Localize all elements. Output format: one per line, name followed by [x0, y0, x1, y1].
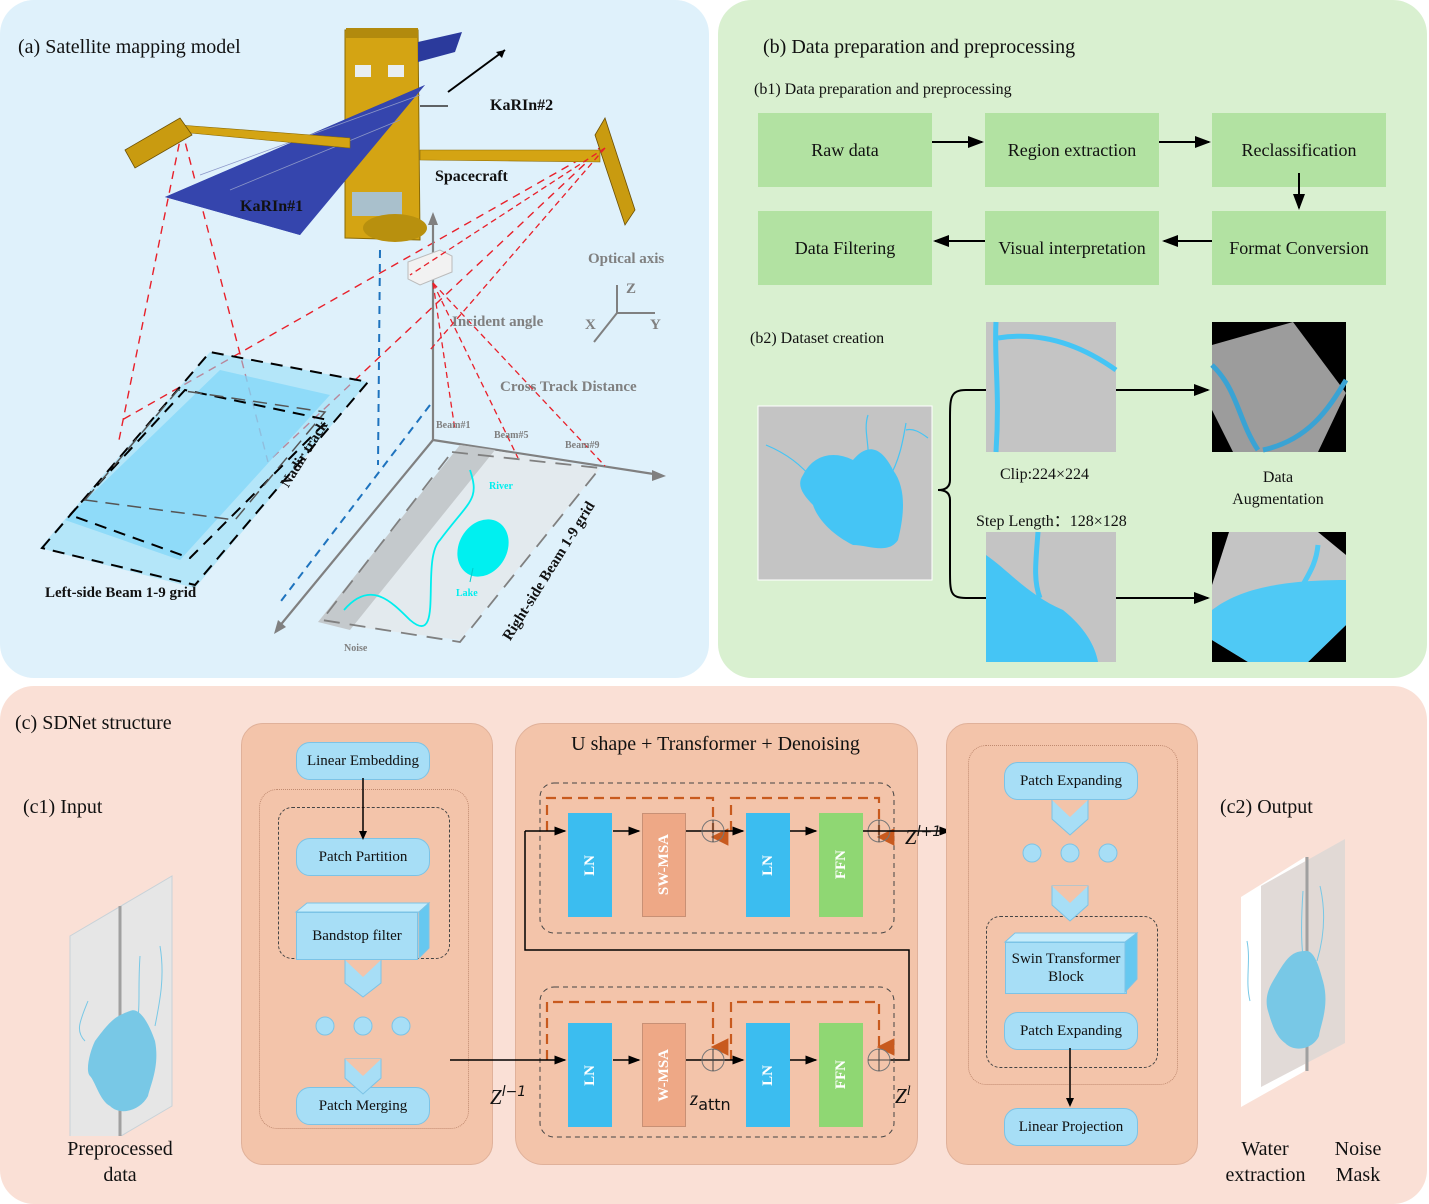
right-beam-rays — [409, 147, 606, 467]
decoder-dotted-group — [968, 745, 1178, 1085]
bottom-ffn: FFN — [819, 1023, 863, 1127]
panel-sdnet-structure: (c) SDNet structure (c1) Input Preproces… — [0, 686, 1427, 1204]
brace — [937, 389, 986, 599]
panel-a-title: (a) Satellite mapping model — [18, 36, 241, 58]
augmented-bottom — [1212, 532, 1346, 662]
source-image — [757, 405, 933, 581]
top-ffn: FFN — [819, 813, 863, 917]
label-optical-axis: Optical axis — [588, 251, 665, 267]
clip-label: Clip:224×224 — [1000, 466, 1090, 483]
top-ln-1: LN — [568, 813, 612, 917]
output-title: (c2) Output — [1220, 796, 1313, 818]
z-output-label: Zl — [895, 1084, 911, 1108]
label-axis-x: X — [585, 317, 596, 333]
flow-visual-interpretation: Visual interpretation — [985, 211, 1159, 285]
decoder-glyphs — [1003, 799, 1139, 1107]
step-label: Step Length：128×128 — [976, 513, 1127, 530]
clip-bottom — [986, 531, 1116, 662]
output-caption-water-2: extraction — [1225, 1164, 1306, 1186]
linear-projection-box: Linear Projection — [1004, 1108, 1138, 1146]
top-ln-2: LN — [746, 813, 790, 917]
label-beam1: Beam#1 — [436, 420, 471, 431]
label-axis-z: Z — [626, 281, 637, 297]
panel-data-preparation: (b) Data preparation and preprocessing (… — [718, 0, 1427, 678]
augmentation-label-2: Augmentation — [1232, 491, 1324, 508]
b1-title: (b1) Data preparation and preprocessing — [754, 81, 1012, 98]
input-image — [69, 875, 173, 1136]
clip-top — [986, 321, 1118, 453]
label-beam9: Beam#9 — [565, 440, 600, 451]
z-input-label: Zl−1 — [490, 1084, 527, 1109]
panel-b-title: (b) Data preparation and preprocessing — [763, 36, 1076, 58]
output-image — [1241, 839, 1345, 1107]
flow-format-conversion: Format Conversion — [1212, 211, 1386, 285]
output-caption-water-1: Water — [1241, 1138, 1289, 1160]
label-noise: Noise — [344, 643, 368, 654]
flow-region-extraction: Region extraction — [985, 113, 1159, 187]
augmentation-label-1: Data — [1262, 469, 1294, 486]
z-next-label: Zl+1 — [905, 824, 942, 849]
panel-satellite-mapping: (a) Satellite mapping model — [0, 0, 709, 678]
bottleneck-title: U shape + Transformer + Denoising — [571, 733, 860, 755]
z-attn-label: zattn — [690, 1086, 731, 1115]
label-lake: Lake — [456, 588, 478, 599]
input-caption-2: data — [103, 1164, 137, 1186]
input-caption-1: Preprocessed — [67, 1138, 173, 1160]
flow-arrows — [757, 136, 1349, 662]
encoder-dotted-group — [259, 789, 469, 1129]
flow-data-filtering: Data Filtering — [758, 211, 932, 285]
satellite-icon — [124, 28, 636, 242]
encoder-glyphs — [294, 778, 431, 1095]
left-beam-grid — [40, 350, 370, 588]
top-sw-msa: SW-MSA — [642, 813, 686, 917]
label-beam5: Beam#5 — [494, 430, 529, 441]
label-river: River — [489, 481, 513, 492]
label-cross-track: Cross Track Distance — [500, 379, 637, 395]
bandstop-filter-box: Bandstop filter — [296, 912, 418, 960]
panel-c-title: (c) SDNet structure — [15, 712, 172, 734]
label-karin1: KaRIn#1 — [240, 198, 304, 215]
b2-title: (b2) Dataset creation — [750, 330, 885, 347]
label-karin2: KaRIn#2 — [490, 97, 554, 114]
output-caption-noise-2: Mask — [1335, 1164, 1381, 1186]
label-incident-angle: Incident angle — [452, 314, 544, 330]
patch-expanding-box-2: Patch Expanding — [1004, 1012, 1138, 1050]
swin-transformer-block-box: Swin Transformer Block — [1005, 942, 1127, 994]
bottom-ln-2: LN — [746, 1023, 790, 1127]
satellite-scene — [40, 28, 666, 643]
nadir-track-lines — [277, 249, 431, 606]
flow-raw-data: Raw data — [758, 113, 932, 187]
label-left-grid: Left-side Beam 1-9 grid — [45, 585, 197, 601]
axis-gizmo — [593, 285, 655, 343]
bottom-w-msa: W-MSA — [642, 1023, 686, 1127]
input-title: (c1) Input — [23, 796, 103, 818]
bottleneck-diagram — [450, 782, 952, 1138]
output-caption-noise-1: Noise — [1334, 1138, 1382, 1160]
optical-axes — [274, 212, 666, 634]
label-axis-y: Y — [650, 317, 661, 333]
bottom-ln-1: LN — [568, 1023, 612, 1127]
right-beam-grid — [318, 445, 602, 643]
linear-embedding-box: Linear Embedding — [296, 742, 430, 780]
label-spacecraft: Spacecraft — [435, 168, 508, 185]
augmented-top — [1210, 322, 1349, 453]
